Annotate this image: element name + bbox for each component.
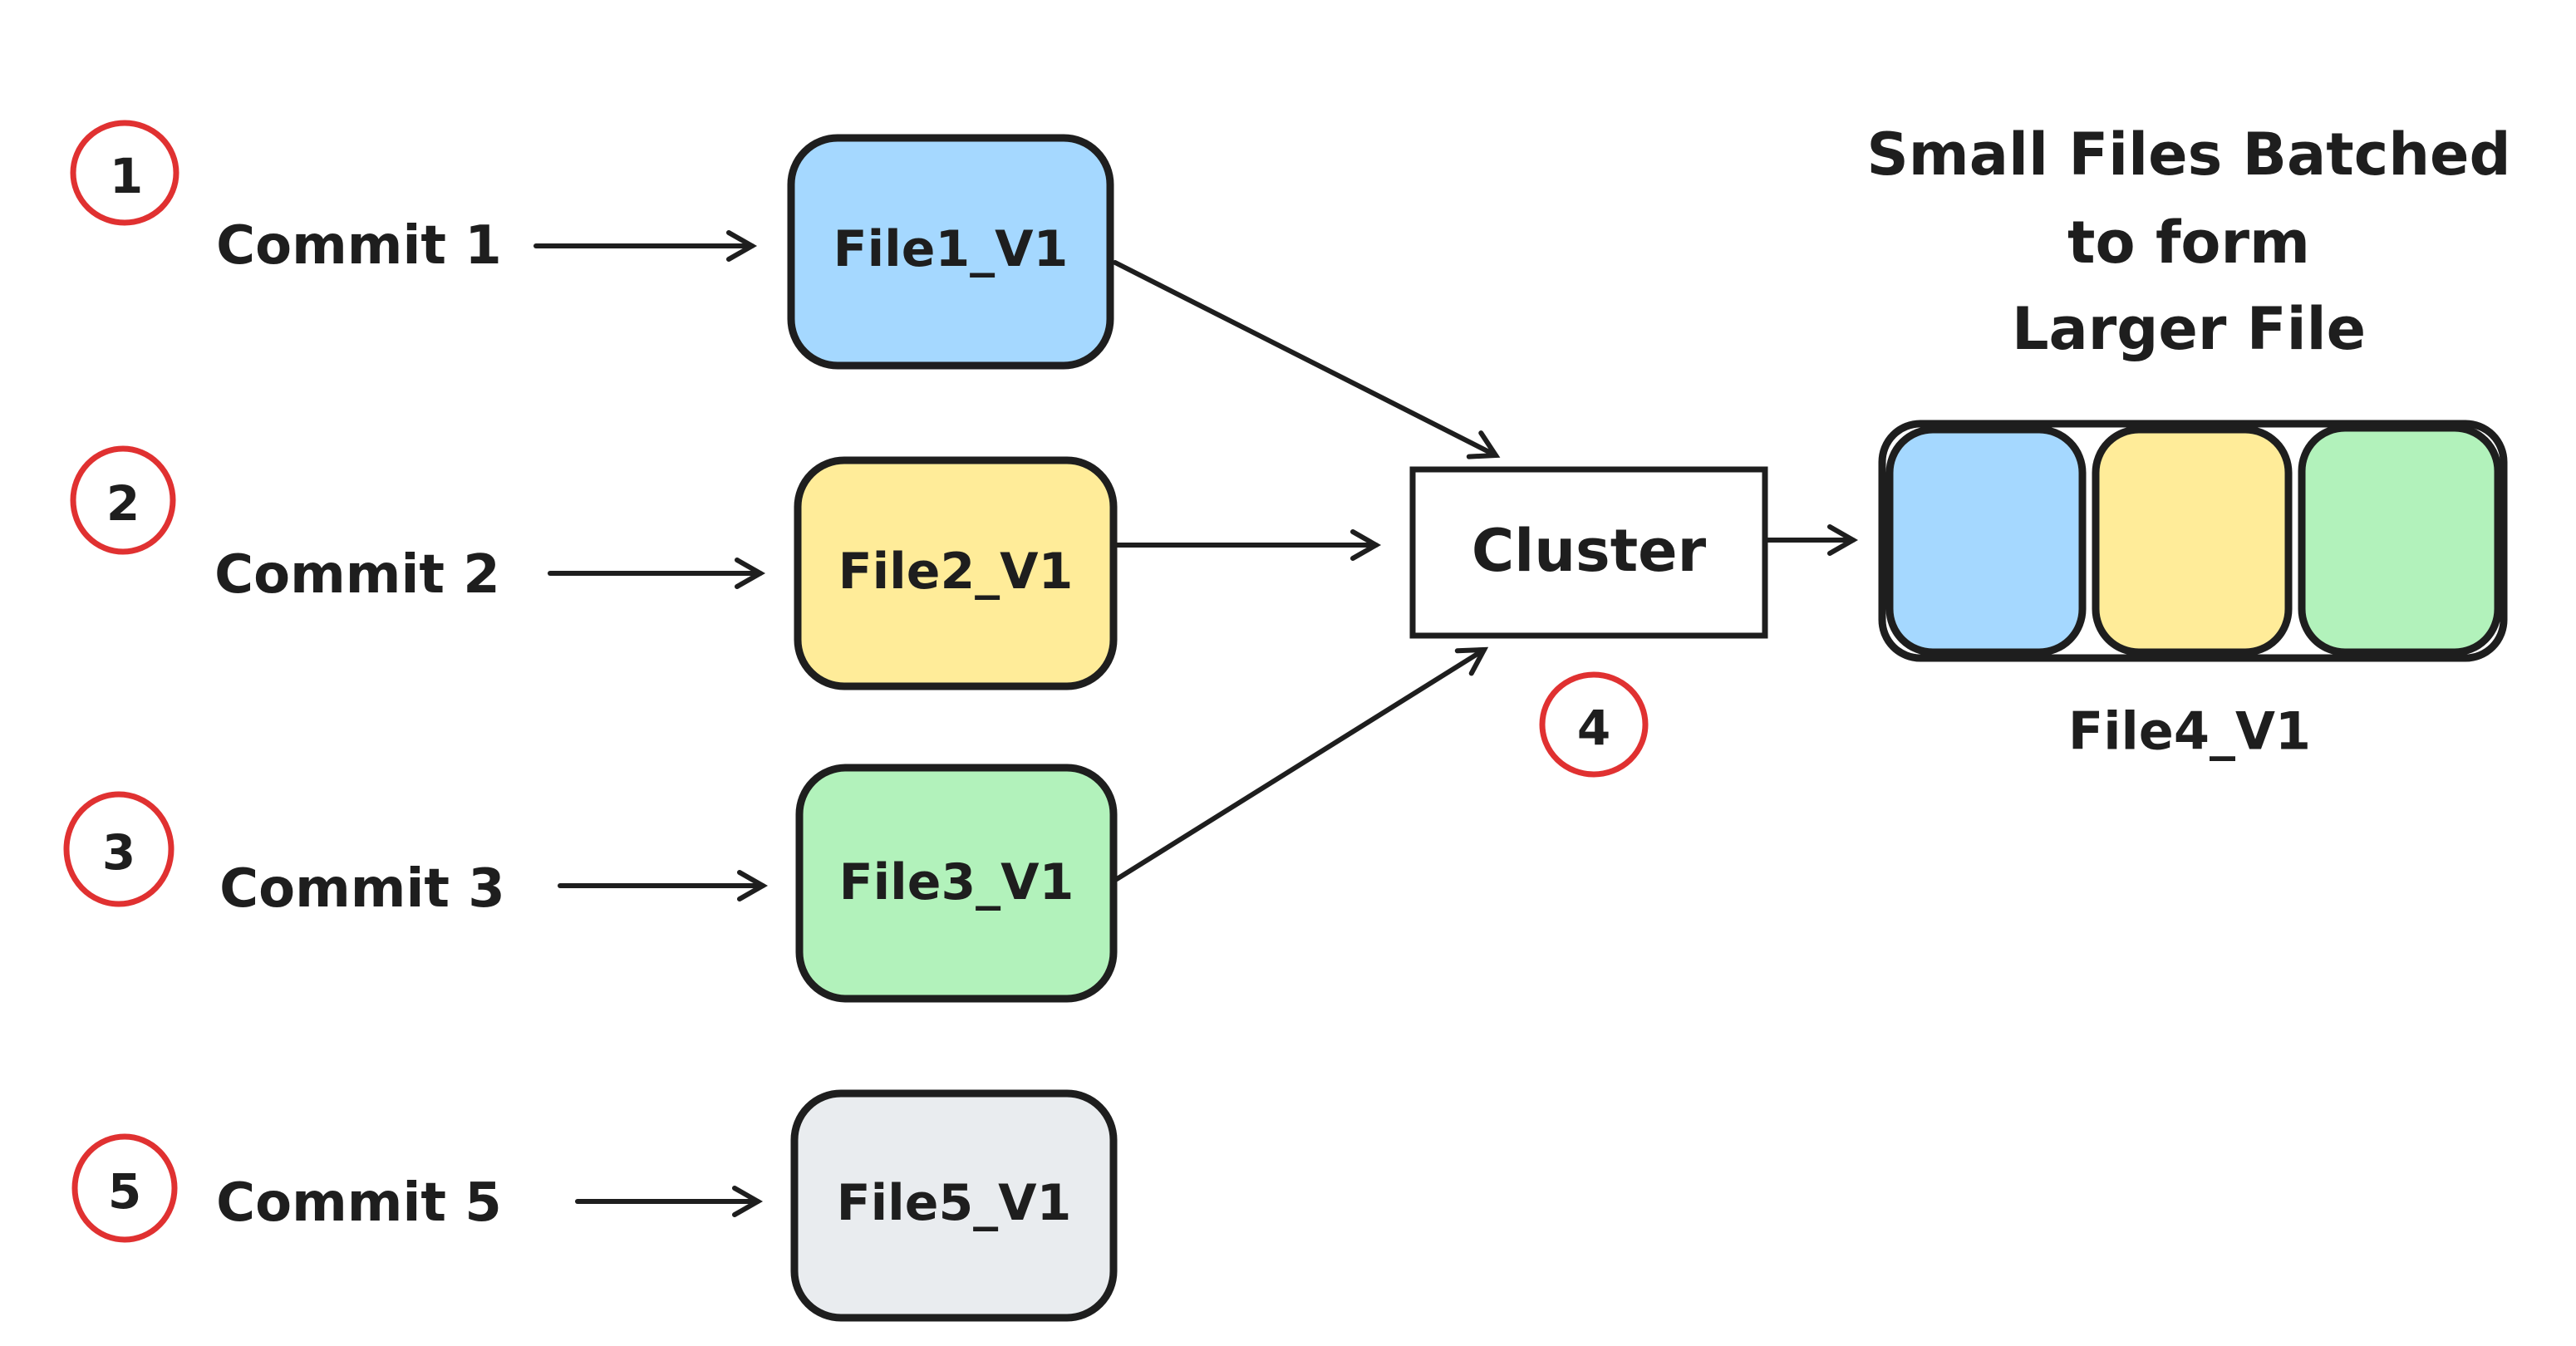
- file2-box: [794, 456, 1118, 690]
- batched-segment-green: [2298, 424, 2502, 656]
- step-badge-5-number: 5: [108, 1163, 141, 1220]
- step-badge-2-circle: [70, 445, 176, 555]
- file5-box: [790, 1089, 1118, 1322]
- arrow-file3-to-cluster: [1114, 646, 1489, 882]
- step-badge-1-number: 1: [110, 148, 143, 204]
- cluster-label: Cluster: [1472, 517, 1707, 585]
- file3-box: [795, 764, 1118, 1003]
- commit-row-3: 3 Commit 3 File3_V1: [63, 764, 1118, 1003]
- commit-1-label: Commit 1: [216, 215, 502, 277]
- step-badge-2-number: 2: [106, 475, 140, 532]
- commit-2-label: Commit 2: [214, 544, 500, 606]
- cluster-group: Cluster 4: [1409, 466, 1768, 778]
- file1-box: [787, 134, 1114, 370]
- step-badge-4-circle: [1539, 671, 1649, 778]
- file3-label: File3_V1: [839, 853, 1074, 911]
- file5-label: File5_V1: [837, 1174, 1072, 1232]
- file2-label: File2_V1: [838, 543, 1074, 601]
- commit-row-2: 2 Commit 2 File2_V1: [70, 445, 1118, 690]
- commit-row-5: 5 Commit 5 File5_V1: [71, 1089, 1118, 1322]
- commit-row-1: 1 Commit 1 File1_V1: [70, 120, 1114, 370]
- step-badge-3-circle: [63, 791, 175, 907]
- diagram-title-line-1: Small Files Batched: [1866, 120, 2510, 189]
- diagram-title: Small Files Batched to form Larger File: [1866, 120, 2510, 363]
- step-badge-4-number: 4: [1577, 700, 1610, 756]
- step-badge-1-circle: [70, 120, 179, 226]
- batched-file-group: File4_V1: [1878, 420, 2508, 762]
- file1-label: File1_V1: [833, 220, 1069, 278]
- arrow-file1-to-cluster: [1113, 260, 1501, 459]
- diagram-title-line-2: to form: [2067, 209, 2310, 277]
- file4-label: File4_V1: [2068, 701, 2311, 762]
- commit-3-label: Commit 3: [219, 858, 505, 920]
- batched-segment-yellow: [2092, 425, 2293, 656]
- batched-segment-blue: [1885, 425, 2087, 656]
- cluster-box: [1409, 466, 1768, 639]
- diagram-title-line-3: Larger File: [2012, 295, 2366, 363]
- step-badge-3-number: 3: [102, 824, 135, 881]
- commit-5-label: Commit 5: [216, 1172, 502, 1234]
- step-badge-5-circle: [71, 1133, 178, 1243]
